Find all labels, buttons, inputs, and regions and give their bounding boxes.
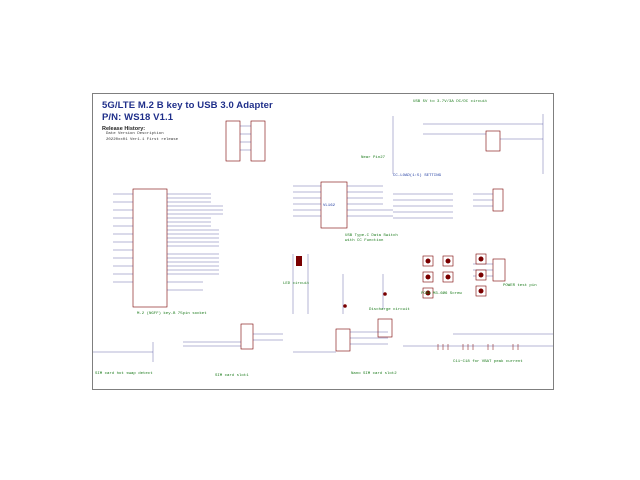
label-pcba-screw: PCBA M3-6Ø6 Screw [421, 292, 462, 296]
label-nano-sim-slot2: Nano SIM card slot2 [351, 372, 397, 376]
label-sim-slot1: SIM card slot1 [215, 374, 249, 378]
label-cc-load: CC-LOAD(1:5) SETTING [393, 174, 442, 178]
label-vbat-peak: C11~C18 for VBAT peak current [453, 360, 523, 364]
label-near-pin27: Near Pin27 [361, 156, 386, 160]
label-vl162: VL162 [323, 204, 336, 208]
release-history-heading: Release History: [102, 126, 146, 132]
label-usb-dcdc: USB 5V to 3.7V/3A DC/DC circuit [413, 100, 488, 104]
label-cc-function: with CC Function [345, 239, 384, 243]
schematic-drawing [93, 114, 553, 362]
label-usb-typec: USB Type-C Data Switch [345, 234, 398, 238]
label-led-circuit: LED circuit [283, 282, 310, 286]
label-discharge: Discharge circuit [369, 308, 410, 312]
release-history-columns: Date Version Description [106, 132, 164, 136]
label-sim-hot-swap: SIM card hot swap detect [95, 372, 153, 376]
label-m2-socket: M.2 (NGFF) key-B 75pin socket [137, 312, 207, 316]
schematic-sheet: 5G/LTE M.2 B key to USB 3.0 Adapter P/N:… [92, 93, 554, 390]
schematic-title: 5G/LTE M.2 B key to USB 3.0 Adapter [102, 100, 273, 111]
release-history-row: 20220xx01 Ver1.1 First release [106, 138, 179, 142]
part-number: P/N: WS18 V1.1 [102, 112, 174, 123]
label-power-test: POWER test pin [503, 284, 537, 288]
